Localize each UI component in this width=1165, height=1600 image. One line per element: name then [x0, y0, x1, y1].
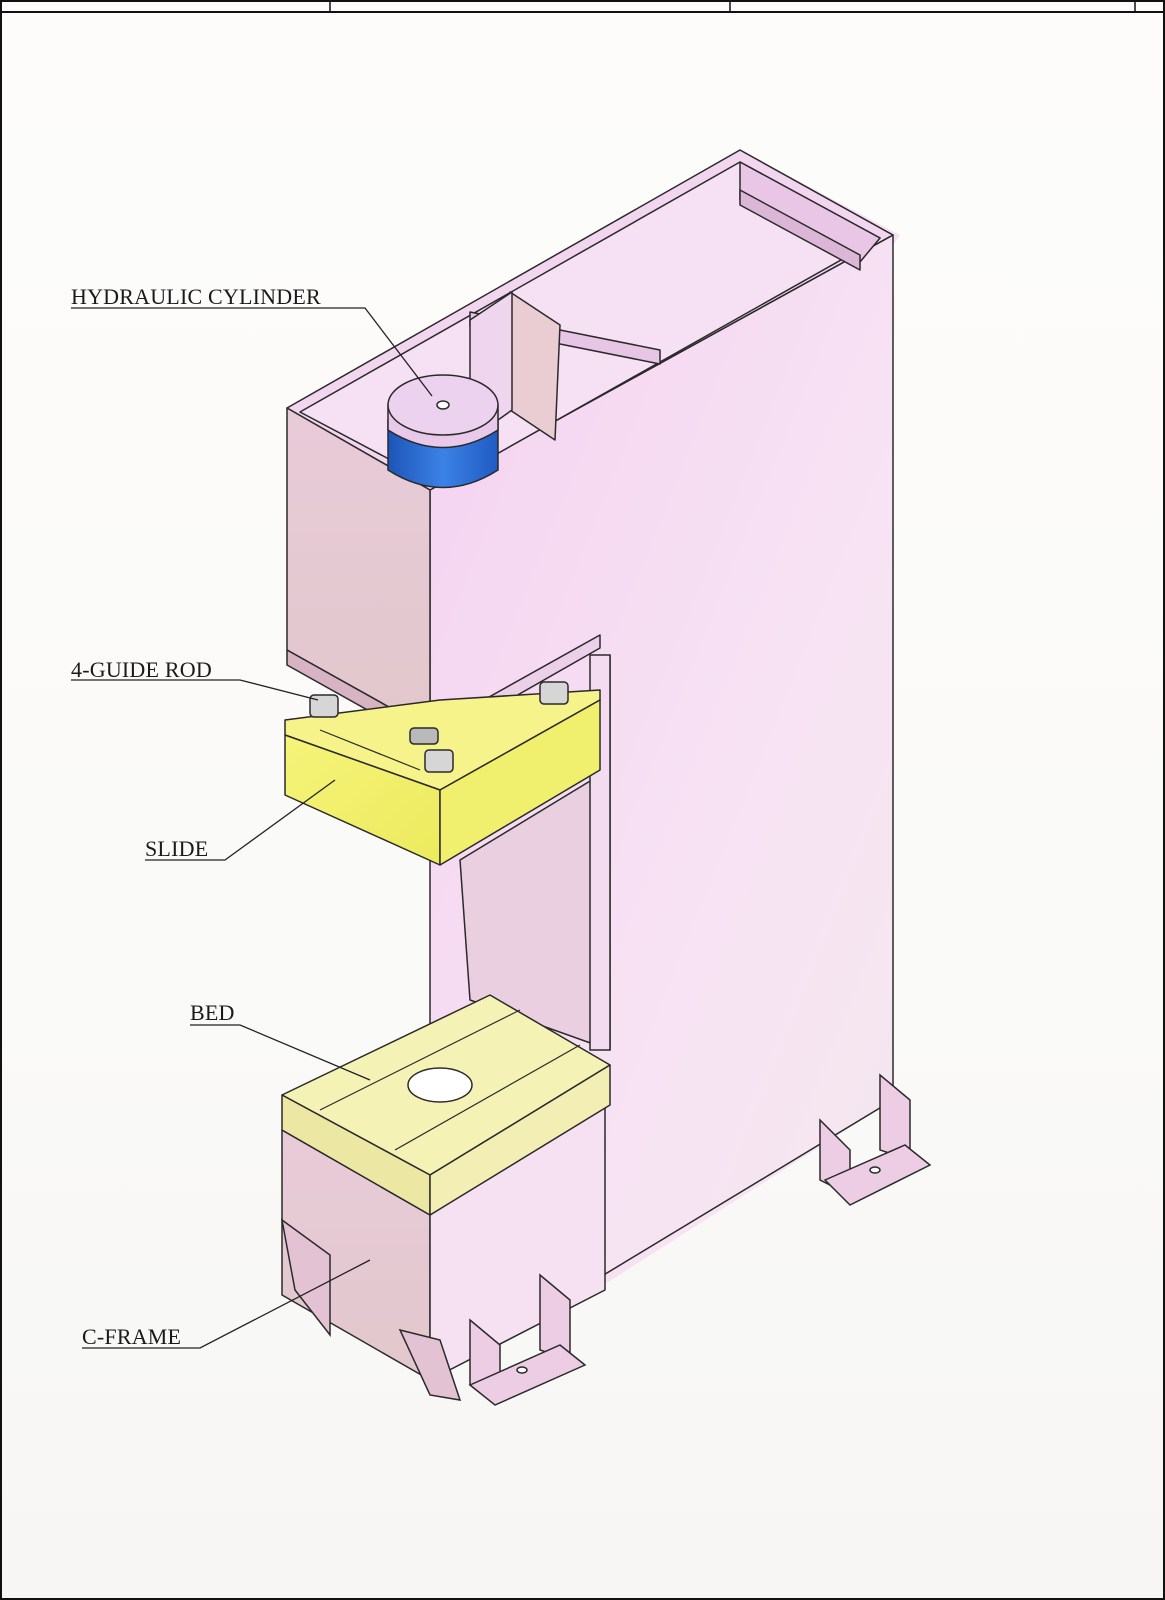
slide	[284, 689, 601, 866]
label-c-frame: C-FRAME	[82, 1324, 182, 1349]
hydraulic-cylinder	[387, 374, 499, 489]
label-hydraulic-cylinder: HYDRAULIC CYLINDER	[71, 284, 321, 309]
label-slide: SLIDE	[145, 836, 209, 861]
guide-rods	[309, 681, 569, 773]
bed	[281, 994, 611, 1216]
label-guide-rod: 4-GUIDE ROD	[71, 657, 212, 682]
leader-lines	[71, 307, 433, 1349]
frame-feet	[280, 1073, 932, 1406]
label-bed: BED	[190, 1000, 235, 1025]
